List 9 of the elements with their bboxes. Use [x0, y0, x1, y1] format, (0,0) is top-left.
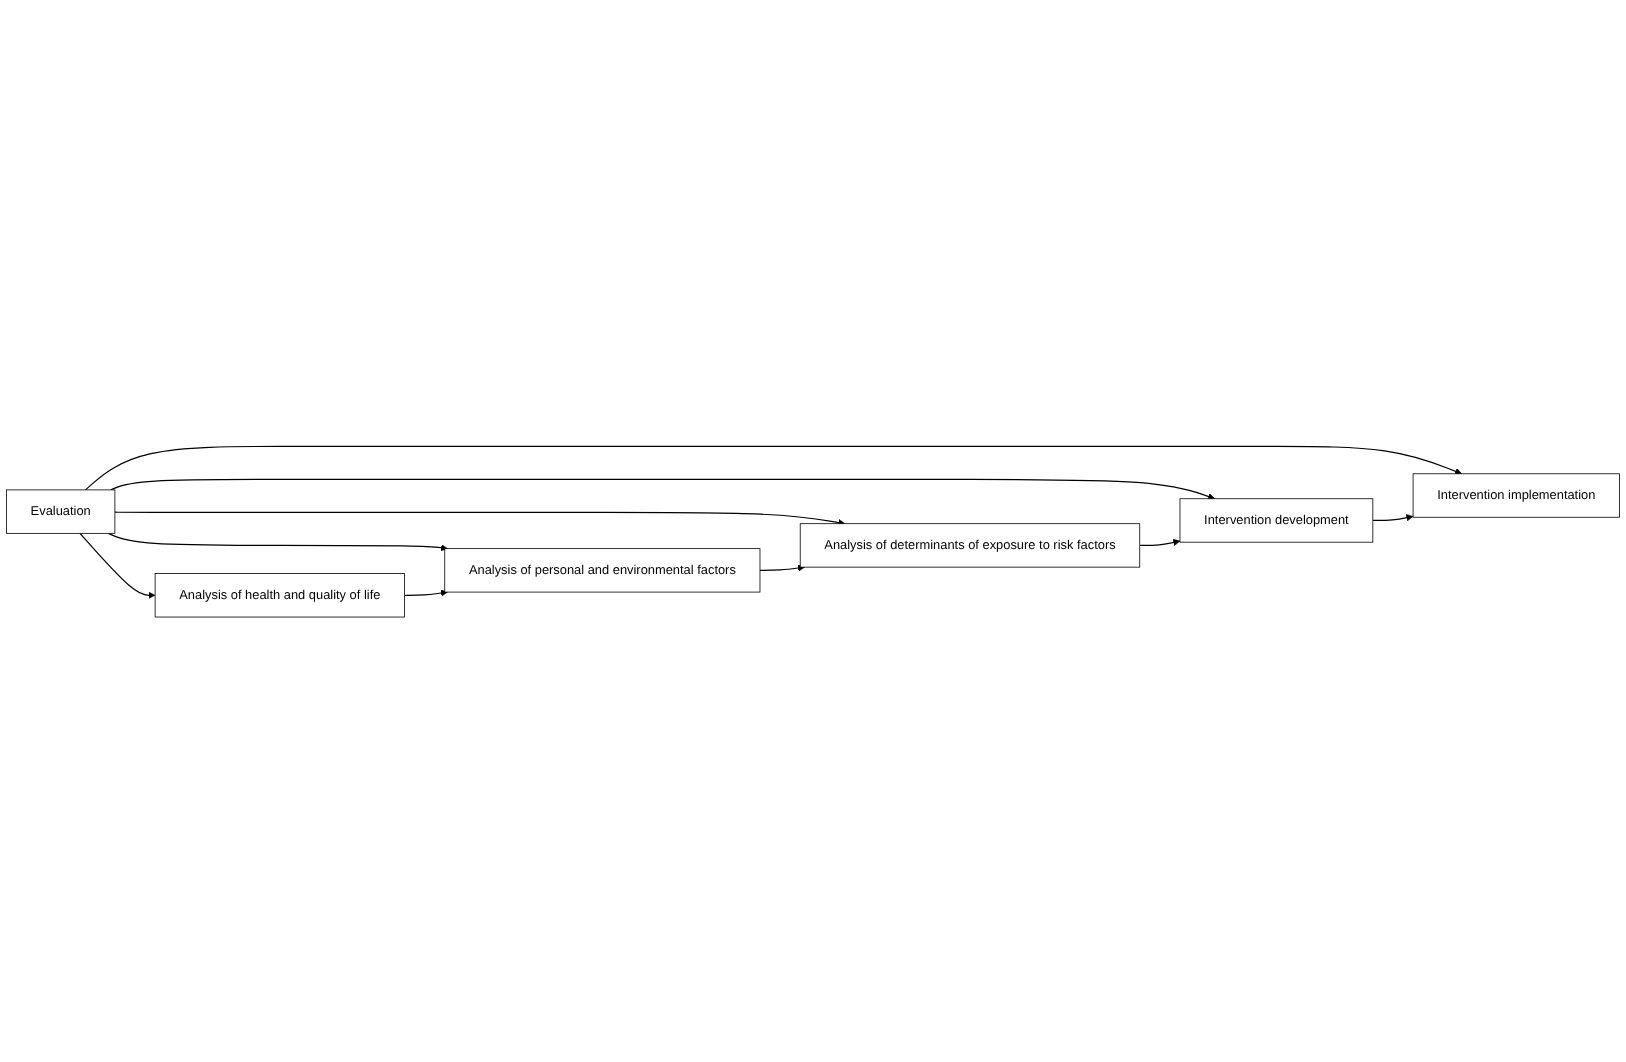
- arrow: [1372, 513, 1414, 521]
- arrow: [759, 563, 805, 571]
- arrow: [79, 532, 156, 599]
- arrow: [107, 532, 448, 551]
- arrow: [114, 510, 846, 526]
- arrow: [84, 445, 1462, 490]
- arrow: [110, 478, 1216, 500]
- arrow: [403, 588, 448, 596]
- arrow: [1139, 538, 1181, 546]
